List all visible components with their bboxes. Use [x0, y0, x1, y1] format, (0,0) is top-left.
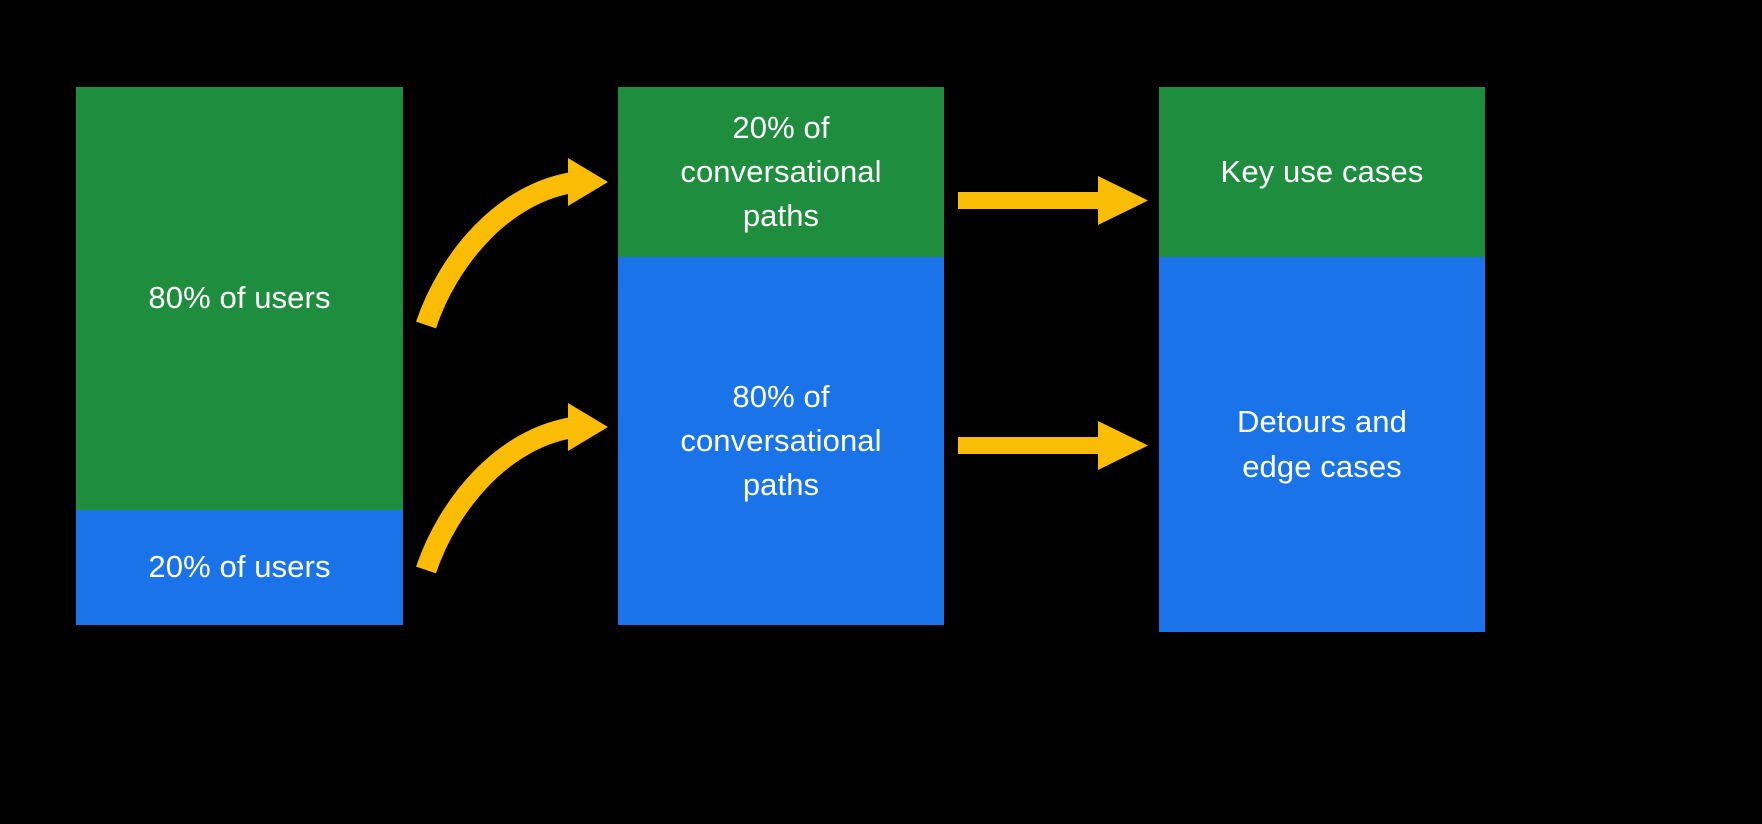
- segment-label: 20% of users: [148, 549, 331, 585]
- column-users: 80% of users 20% of users: [76, 87, 403, 625]
- segment-key-use-cases: Key use cases: [1159, 87, 1485, 257]
- segment-label: Key use cases: [1220, 153, 1424, 189]
- curved-arrow-bottom-icon: [416, 403, 608, 574]
- column-conversational-paths: 20% of conversational paths 80% of conve…: [618, 87, 944, 625]
- segment-label: 80% of conversational paths: [680, 378, 882, 502]
- segment-label: 20% of conversational paths: [680, 109, 882, 233]
- segment-users-minority: 20% of users: [76, 510, 403, 625]
- segment-users-majority: 80% of users: [76, 87, 403, 510]
- segment-detours-edge-cases: Detours and edge cases: [1159, 257, 1485, 632]
- segment-paths-minority: 20% of conversational paths: [618, 87, 944, 257]
- straight-arrow-bottom-icon: [958, 421, 1148, 470]
- straight-arrow-top-icon: [958, 176, 1148, 225]
- segment-label: Detours and edge cases: [1237, 404, 1407, 484]
- segment-paths-majority: 80% of conversational paths: [618, 257, 944, 625]
- segment-label: 80% of users: [148, 280, 331, 316]
- column-outcomes: Key use cases Detours and edge cases: [1159, 87, 1485, 632]
- curved-arrow-top-icon: [416, 158, 608, 329]
